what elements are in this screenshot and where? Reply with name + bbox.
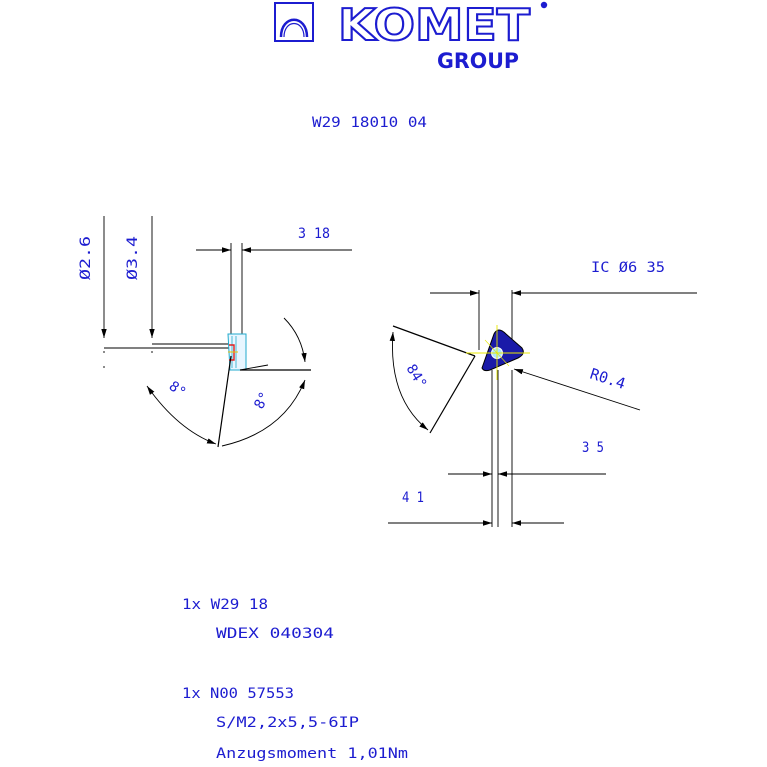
logo-group: GROUP: [437, 49, 519, 73]
logo-frame-icon: [274, 2, 314, 42]
parts-list: 1x W29 18 WDEX 040304 1x N00 57553 S/M2,…: [182, 597, 408, 762]
angle-84: 84°: [403, 362, 430, 392]
parts-line-5: Anzugsmoment 1,01Nm: [216, 746, 408, 762]
top-view: IC Ø6 35 84° R0.4 3 5 4 1: [388, 260, 697, 527]
logo-brand: KOMET: [338, 0, 530, 51]
insert-icon: [481, 329, 524, 372]
side-view: Ø2.6 Ø3.4 3 18 8° 8°: [78, 216, 352, 448]
logo-dot-icon: [540, 1, 548, 9]
dim-d34: Ø3.4: [125, 236, 141, 280]
dim-35: 3 5: [582, 440, 604, 456]
dim-d26: Ø2.6: [78, 236, 94, 280]
angle-left: 8°: [166, 378, 189, 401]
parts-line-3: 1x N00 57553: [182, 686, 294, 702]
komet-logo: KOMET GROUP: [274, 0, 548, 73]
angle-right: 8°: [251, 389, 273, 411]
dim-41: 4 1: [402, 490, 424, 506]
parts-line-2: WDEX 040304: [216, 626, 334, 642]
parts-line-4: S/M2,2x5,5-6IP: [216, 715, 359, 731]
drawing-title: W29 18010 04: [312, 115, 427, 131]
dim-width: 3 18: [298, 226, 330, 242]
logo-arc-icon: [279, 18, 309, 38]
dim-ic: IC Ø6 35: [591, 260, 665, 276]
parts-line-1: 1x W29 18: [182, 597, 268, 613]
dim-radius: R0.4: [588, 365, 628, 393]
